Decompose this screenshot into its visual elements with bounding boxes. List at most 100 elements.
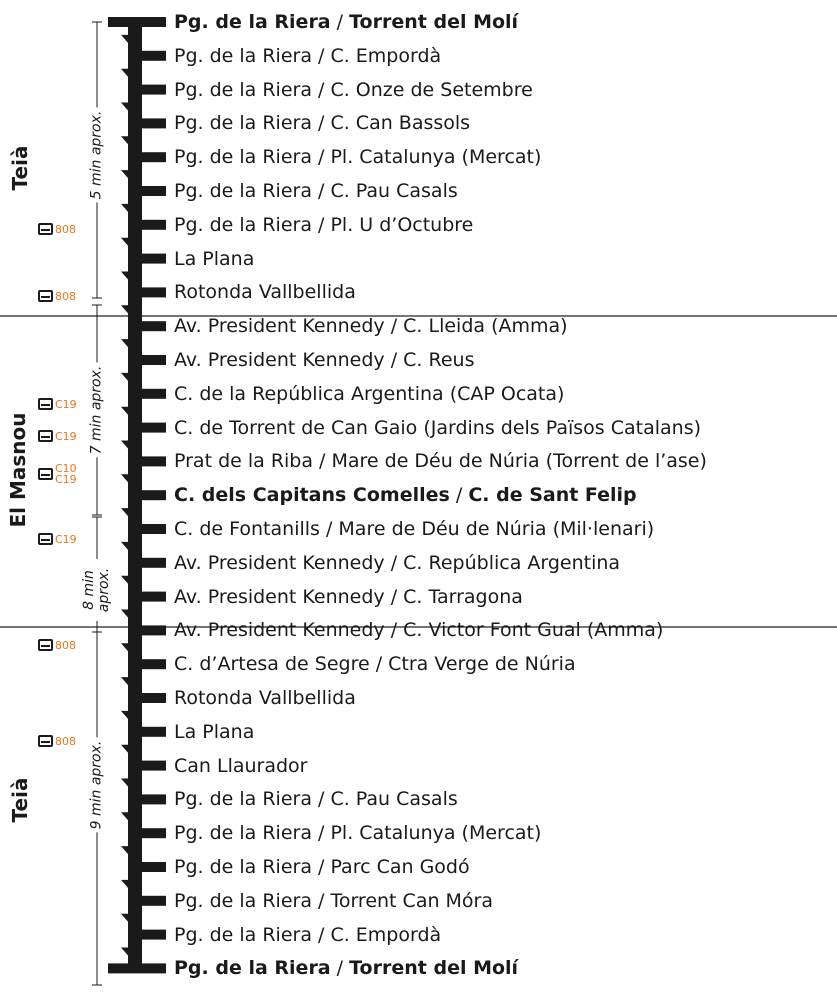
bus-icon bbox=[38, 468, 53, 480]
stop-tick bbox=[142, 828, 166, 839]
stop-name: Pg. de la Riera / Pl. Catalunya (Mercat) bbox=[174, 146, 542, 169]
stop-label: C. de Fontanills / Mare de Déu de Núria … bbox=[174, 518, 654, 540]
bus-line-number: 808 bbox=[55, 638, 76, 652]
stop-name: Av. President Kennedy / C. República Arg… bbox=[174, 551, 621, 574]
direction-arrow-icon bbox=[121, 879, 128, 888]
bus-connection: 808 bbox=[38, 639, 76, 651]
stop-label: La Plana bbox=[174, 721, 254, 743]
stop-name: Pg. de la Riera / C. Empordà bbox=[174, 44, 442, 67]
stop-tick bbox=[142, 388, 166, 399]
direction-arrow-icon bbox=[121, 68, 128, 77]
stop-tick bbox=[142, 862, 166, 872]
stop-label: Av. President Kennedy / C. Tarragona bbox=[174, 586, 523, 608]
stop-label: Av. President Kennedy / C. Victor Font G… bbox=[174, 619, 663, 641]
stop-label: Can Llaurador bbox=[174, 755, 308, 777]
direction-arrow-icon bbox=[121, 744, 128, 753]
bus-line-number: C10 bbox=[55, 462, 77, 475]
stop-name: Pg. de la Riera bbox=[174, 957, 331, 980]
bus-line-number: C19 bbox=[55, 397, 77, 411]
direction-arrow-icon bbox=[121, 34, 128, 43]
stop-tick bbox=[142, 84, 166, 95]
duration-label: 9 min aprox. bbox=[89, 737, 105, 833]
stop-tick bbox=[142, 895, 166, 906]
stop-label: Prat de la Riba / Mare de Déu de Núria (… bbox=[174, 450, 707, 472]
stop-tick bbox=[142, 422, 166, 433]
bus-line-numbers: 808 bbox=[55, 736, 76, 747]
stop-tick bbox=[142, 524, 166, 534]
stop-label: Pg. de la Riera / C. Can Bassols bbox=[174, 112, 470, 134]
stop-label: Pg. de la Riera / Pl. U d’Octubre bbox=[174, 214, 473, 236]
stop-name: Pg. de la Riera / C. Pau Casals bbox=[174, 788, 458, 811]
bus-connection: 808 bbox=[38, 223, 76, 235]
route-terminal-cap bbox=[108, 963, 166, 974]
direction-arrow-icon bbox=[121, 271, 128, 280]
section-label: El Masnou bbox=[6, 412, 30, 528]
direction-arrow-icon bbox=[121, 406, 128, 415]
stop-label: Av. President Kennedy / C. Lleida (Amma) bbox=[174, 315, 568, 337]
stop-tick bbox=[142, 490, 166, 501]
bus-line-number: C19 bbox=[55, 473, 77, 486]
bus-icon bbox=[38, 430, 53, 442]
bus-line-number: 808 bbox=[55, 734, 76, 748]
stop-name: La Plana bbox=[174, 720, 255, 743]
direction-arrow-icon bbox=[121, 575, 128, 584]
stop-name: C. de la República Argentina (CAP Ocata) bbox=[174, 382, 565, 405]
stop-label: Pg. de la Riera / Pl. Catalunya (Mercat) bbox=[174, 822, 541, 844]
stop-name: Can Llaurador bbox=[174, 754, 308, 777]
stop-tick bbox=[142, 253, 166, 264]
bus-connection: C19 bbox=[38, 398, 77, 410]
stop-name: La Plana bbox=[174, 247, 255, 270]
stop-label: C. dels Capitans Comelles / C. de Sant F… bbox=[174, 484, 637, 506]
stop-name: Rotonda Vallbellida bbox=[174, 281, 356, 304]
direction-arrow-icon bbox=[121, 203, 128, 212]
stop-name: C. d’Artesa de Segre / Ctra Verge de Núr… bbox=[174, 653, 576, 676]
direction-arrow-icon bbox=[121, 508, 128, 517]
bus-line-numbers: C19 bbox=[55, 534, 77, 545]
stop-tick bbox=[142, 186, 166, 196]
stop-tick bbox=[142, 591, 166, 602]
stop-name: Pg. de la Riera / Pl. Catalunya (Mercat) bbox=[174, 822, 542, 845]
direction-arrow-icon bbox=[121, 102, 128, 111]
bus-connection: C19 bbox=[38, 533, 77, 545]
direction-arrow-icon bbox=[121, 677, 128, 686]
stop-name: Pg. de la Riera / Torrent Can Móra bbox=[174, 889, 494, 912]
duration-label: 5 min aprox. bbox=[89, 107, 105, 203]
bus-line-numbers: C19 bbox=[55, 431, 77, 442]
bus-connection: C19 bbox=[38, 430, 77, 442]
bus-icon bbox=[38, 533, 53, 545]
bus-icon bbox=[38, 639, 53, 651]
stop-name: Pg. de la Riera / C. Can Bassols bbox=[174, 112, 471, 135]
stop-tick bbox=[142, 118, 166, 129]
stop-tick bbox=[142, 557, 166, 568]
direction-arrow-icon bbox=[121, 136, 128, 145]
bus-connection: 808 bbox=[38, 735, 76, 747]
stop-label: C. de la República Argentina (CAP Ocata) bbox=[174, 383, 564, 405]
direction-arrow-icon bbox=[121, 541, 128, 550]
stop-name: Pg. de la Riera / C. Pau Casals bbox=[174, 180, 458, 202]
stop-tick bbox=[142, 659, 166, 670]
stop-name: Pg. de la Riera bbox=[174, 11, 331, 33]
stop-tick bbox=[142, 693, 166, 703]
stop-label: Av. President Kennedy / C. Reus bbox=[174, 349, 474, 371]
stop-name: C. de Torrent de Can Gaio (Jardins dels … bbox=[174, 416, 702, 439]
stop-tick bbox=[142, 152, 166, 163]
stop-tick bbox=[142, 456, 166, 467]
bus-icon bbox=[38, 735, 53, 747]
stop-tick bbox=[142, 794, 166, 805]
stop-name-detail: Torrent del Molí bbox=[349, 11, 519, 33]
duration-label: 7 min aprox. bbox=[89, 362, 105, 458]
stop-label: C. d’Artesa de Segre / Ctra Verge de Núr… bbox=[174, 653, 576, 675]
stop-tick bbox=[142, 219, 166, 230]
bus-line-numbers: C19 bbox=[55, 399, 77, 410]
stop-tick bbox=[142, 355, 166, 365]
stop-label: Av. President Kennedy / C. República Arg… bbox=[174, 552, 620, 574]
direction-arrow-icon bbox=[121, 474, 128, 483]
stop-name-detail: (Amma) bbox=[586, 619, 664, 642]
stop-label: La Plana bbox=[174, 248, 254, 270]
stop-tick bbox=[142, 625, 166, 636]
direction-arrow-icon bbox=[121, 778, 128, 787]
stop-label: Rotonda Vallbellida bbox=[174, 687, 356, 709]
stop-name-detail: (Amma) bbox=[491, 315, 568, 338]
stop-tick bbox=[142, 287, 166, 298]
